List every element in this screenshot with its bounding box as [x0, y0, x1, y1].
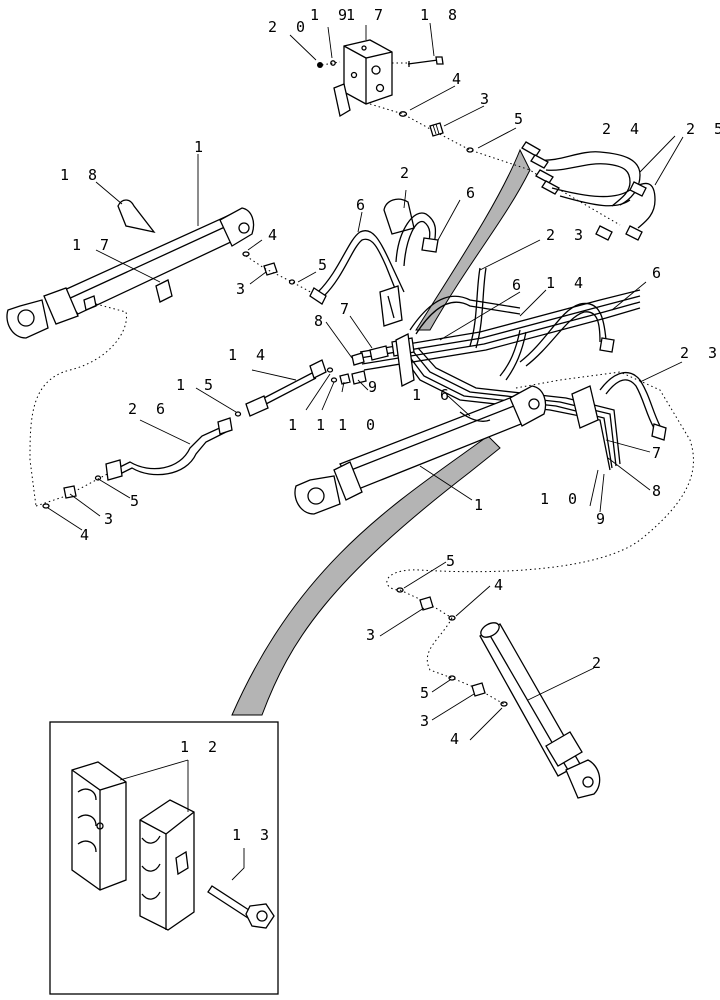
callout-19-top: 1 9 [310, 6, 352, 24]
clamp-half-lower [71, 761, 127, 891]
callout-3-lower-left: 3 [104, 510, 118, 528]
fitting-10-mid [339, 373, 351, 385]
callout-24: 2 4 [602, 120, 644, 138]
callout-6-a: 6 [356, 196, 370, 214]
clamp-block-center [395, 333, 599, 429]
callout-9-mid: 9 [368, 378, 382, 396]
fitting-7-mid [369, 345, 389, 361]
callout-7-mid: 7 [340, 300, 354, 318]
valve-block [333, 39, 393, 118]
oring-5-lower-right-b [448, 675, 456, 681]
nut-20 [317, 62, 323, 68]
callout-14-left: 1 4 [228, 346, 270, 364]
callout-12: 1 2 [180, 738, 222, 756]
callout-16: 1 6 [412, 386, 454, 404]
callout-8-right: 8 [652, 482, 666, 500]
valve-pointer-band [415, 148, 531, 331]
callout-6-b: 6 [466, 184, 480, 202]
oring-4-top [398, 111, 408, 117]
callout-5-top: 5 [514, 110, 528, 128]
fitting-9-mid [351, 370, 367, 385]
callout-4-c: 4 [450, 730, 464, 748]
callout-6-d: 6 [652, 264, 666, 282]
callout-25: 2 5 [686, 120, 720, 138]
callout-4-b: 4 [494, 576, 508, 594]
callout-labels: 2 0 1 9 1 7 1 8 4 3 5 2 4 2 5 1 1 8 1 7 … [60, 6, 720, 844]
callout-10-right: 1 0 [540, 490, 582, 508]
callout-17-left: 1 7 [72, 236, 114, 254]
callout-10-mid: 1 0 [338, 416, 380, 434]
oring-4-lower-right [448, 615, 456, 621]
callout-1-left: 1 [194, 138, 208, 156]
hose-2-top [383, 198, 415, 235]
tube-14-left [245, 359, 327, 417]
callout-18-left: 1 8 [60, 166, 102, 184]
callout-5-lower-left: 5 [130, 492, 144, 510]
callout-8-mid: 8 [314, 312, 328, 330]
hose-6-upper-mid [395, 212, 439, 267]
callout-23-top: 2 3 [546, 226, 588, 244]
callout-18-top: 1 8 [420, 6, 462, 24]
callout-11: 1 1 [288, 416, 330, 434]
callout-5-b: 5 [446, 552, 460, 570]
callout-14-mid: 1 4 [546, 274, 588, 292]
callout-3-c: 3 [420, 712, 434, 730]
callout-4-lower-left: 4 [80, 526, 94, 544]
oring-15 [234, 411, 242, 417]
callout-6-c: 6 [512, 276, 526, 294]
callout-15: 1 5 [176, 376, 218, 394]
callout-5-left: 5 [318, 256, 332, 274]
callout-26: 2 6 [128, 400, 170, 418]
hose-6-upper-left [309, 230, 405, 305]
fitting-left-upper [242, 251, 296, 285]
hydraulic-cylinder-1-lower [294, 385, 547, 515]
hydraulic-cylinder-1-upper [6, 207, 255, 339]
oring-5-lower-right [396, 587, 404, 593]
fitting-3-top [429, 122, 444, 137]
callout-3-b: 3 [366, 626, 380, 644]
pin-18-left [117, 199, 156, 234]
fitting-3-lower-right [419, 596, 434, 611]
callout-17-top: 1 7 [346, 6, 388, 24]
hose-6-right [519, 302, 615, 367]
hose-25 [551, 181, 656, 241]
bolt-18-top [407, 56, 444, 67]
tube-26 [105, 417, 233, 481]
fitting-left-lower [42, 475, 102, 509]
callout-4-top: 4 [452, 70, 466, 88]
fitting-3-lower-right-b [471, 682, 486, 697]
detail-inset [49, 721, 279, 995]
washer-19 [330, 60, 336, 66]
hose-6-lower [499, 329, 527, 381]
callout-1-right: 1 [474, 496, 488, 514]
hose-23-right [599, 371, 667, 441]
callout-3-left: 3 [236, 280, 250, 298]
callout-2-top: 2 [400, 164, 414, 182]
clamp-half-upper [139, 799, 195, 931]
callout-4-left: 4 [268, 226, 282, 244]
hydraulic-cylinder-2 [479, 622, 601, 799]
bolt-13 [207, 885, 275, 929]
leader-lines [47, 22, 683, 881]
oring-5-top [466, 147, 474, 153]
callout-20: 2 0 [268, 18, 310, 36]
oring-4-lower-right-b [500, 701, 508, 707]
callout-13: 1 3 [232, 826, 274, 844]
callout-3-top: 3 [480, 90, 494, 108]
callout-23-right: 2 3 [680, 344, 720, 362]
fitting-8-mid [351, 352, 365, 366]
callout-9-right: 9 [596, 510, 610, 528]
callout-5-c: 5 [420, 684, 434, 702]
callout-2-b: 2 [592, 654, 606, 672]
detail-pointer-band [231, 435, 501, 716]
hose-24 [521, 141, 641, 207]
callout-7-right: 7 [652, 444, 666, 462]
